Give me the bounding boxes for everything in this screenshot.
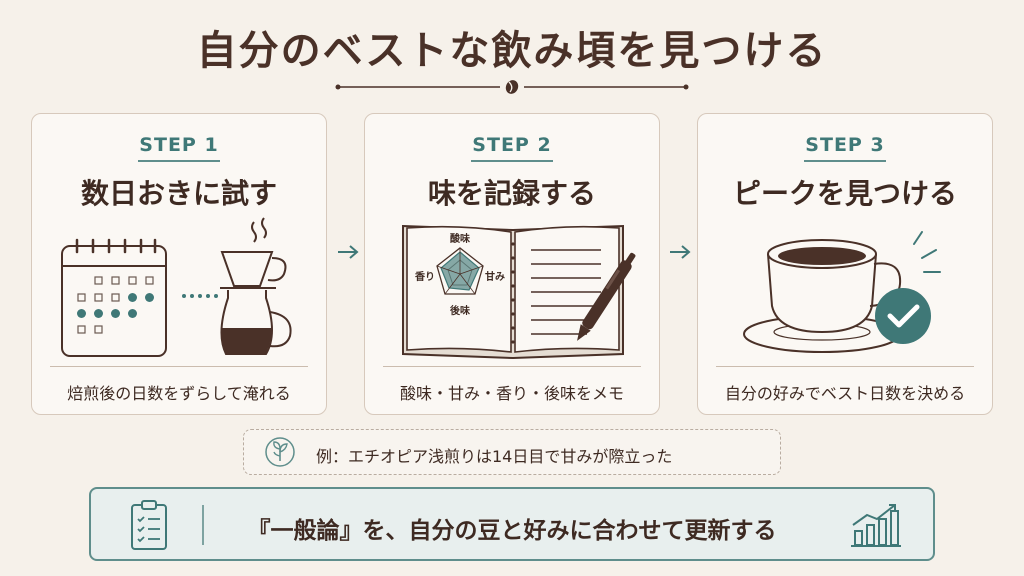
step-1-underline — [138, 160, 220, 162]
step-2-rule — [383, 366, 641, 367]
radar-chart-icon — [436, 247, 484, 295]
radar-label-bottom: 後味 — [450, 304, 470, 317]
calendar-icon — [61, 238, 167, 357]
arrow-right-icon — [338, 245, 359, 259]
page-title: 自分のベストな飲み頃を見つける — [196, 28, 828, 74]
growth-chart-icon — [851, 504, 901, 547]
banner-text: 『一般論』を、自分の豆と好みに合わせて更新する — [247, 518, 777, 544]
title-divider — [335, 80, 689, 94]
sprout-icon — [265, 437, 295, 467]
step-1-heading: 数日おきに試す — [80, 177, 277, 210]
step-2-label: STEP 2 — [472, 134, 552, 156]
step-2-heading: 味を記録する — [427, 177, 596, 210]
step-3-caption: 自分の好みでベスト日数を決める — [724, 384, 966, 403]
step-3-illustration — [743, 231, 941, 353]
arrow-right-icon — [670, 245, 691, 259]
example-box: 例：エチオピア浅煎りは14日目で甘みが際立った — [243, 429, 781, 475]
check-icon — [875, 288, 931, 344]
step-3-heading: ピークを見つける — [732, 177, 957, 210]
radar-label-left: 香り — [415, 270, 435, 283]
pen-icon — [577, 252, 636, 341]
step-1-illustration — [61, 217, 292, 357]
step-3-rule — [716, 366, 974, 367]
step-3-card: STEP 3 ピークを見つける 自分の好みでベスト日数を決める — [697, 113, 993, 415]
step-1-rule — [50, 366, 308, 367]
step-2-underline — [471, 160, 553, 162]
coffee-cup-icon — [743, 239, 902, 353]
step-3-label: STEP 3 — [805, 134, 885, 156]
example-text: 例：エチオピア浅煎りは14日目で甘みが際立った — [316, 447, 673, 466]
radar-label-top: 酸味 — [450, 232, 470, 245]
clipboard-checklist-icon — [131, 500, 167, 550]
summary-banner: 『一般論』を、自分の豆と好みに合わせて更新する — [89, 487, 935, 561]
step-2-caption: 酸味・甘み・香り・後味をメモ — [399, 384, 624, 403]
step-3-underline — [804, 160, 886, 162]
step-2-card: STEP 2 味を記録する — [364, 113, 660, 415]
step-1-label: STEP 1 — [139, 134, 219, 156]
step-1-card: STEP 1 数日おきに試す — [31, 113, 327, 415]
banner-separator — [202, 505, 204, 545]
step-1-caption: 焙煎後の日数をずらして淹れる — [67, 384, 291, 403]
coffee-bean-icon — [505, 80, 519, 94]
step-2-illustration: 酸味 甘み 後味 香り — [402, 224, 636, 360]
radar-label-right: 甘み — [485, 270, 505, 283]
notebook-icon — [402, 224, 624, 360]
